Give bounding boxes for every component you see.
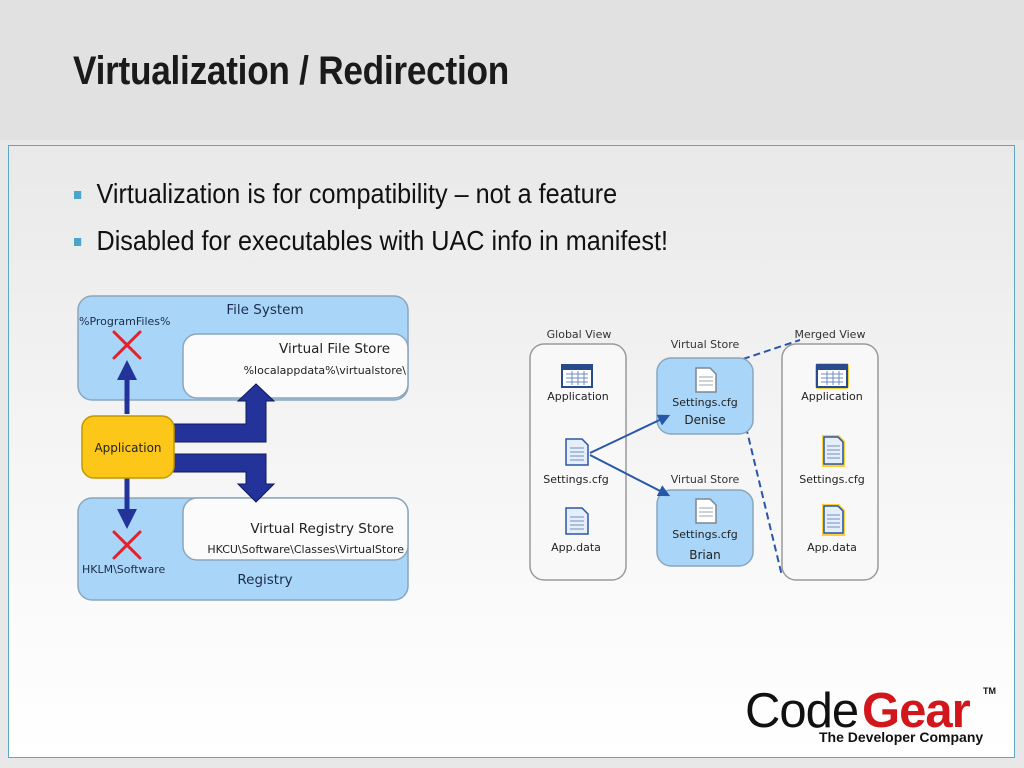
virtual-store-label: Virtual Store [671,338,740,351]
merged-item-label: App.data [807,541,857,554]
virtual-registry-store-label: Virtual Registry Store [250,521,394,537]
merged-view-diagram: Global View Application Settings.cfg App… [529,328,879,581]
application-node [81,415,175,479]
merged-item-label: Application [801,390,862,403]
redirect-to-registry-store-arrow [171,453,276,503]
virtual-registry-store-path: HKCU\Software\Classes\VirtualStore [207,543,404,556]
bullet-square-icon [74,238,82,246]
global-view-label: Global View [547,328,612,341]
settings-file-icon [822,435,845,467]
slide-title: Virtualization / Redirection [73,49,509,93]
settings-file-icon [695,367,717,393]
virtual-store-user: Denise [684,413,725,427]
virtual-store-denise [656,357,754,435]
program-files-label: %ProgramFiles% [79,315,170,328]
logo-gear-text: Gear [862,684,971,738]
settings-file-icon [565,438,589,466]
virtual-store-label: Virtual Store [671,473,740,486]
merged-view-label: Merged View [795,328,866,341]
redirect-to-file-store-arrow [171,383,276,443]
virtual-file-store-path: %localappdata%\virtualstore\ [244,364,407,377]
virtual-store-user: Brian [689,548,720,562]
logo-trademark: TM [983,686,996,696]
logo-tagline: The Developer Company [819,729,984,745]
redirection-diagram: File System %ProgramFiles% Virtual File … [77,295,409,601]
virtual-store-file: Settings.cfg [672,396,738,409]
application-label: Application [94,441,161,455]
virtual-registry-store-box [182,497,409,561]
slide-header [0,0,1024,140]
dashed-connector [745,426,783,577]
global-item-label: Application [547,390,608,403]
data-file-icon [565,507,589,535]
logo-code-text: Code [745,684,859,738]
redirect-arrow-brian [589,454,671,497]
settings-file-icon [695,498,717,524]
merged-item-label: Settings.cfg [799,473,865,486]
hklm-label: HKLM\Software [82,563,166,576]
file-system-label: File System [226,302,303,318]
global-item-label: App.data [551,541,601,554]
application-window-icon [561,364,593,388]
global-item-label: Settings.cfg [543,473,609,486]
blocked-x-icon [112,330,142,360]
dashed-connector [742,339,801,360]
redirect-arrow-denise [589,414,671,454]
virtual-file-store-box [182,333,409,399]
virtual-store-brian [656,489,754,567]
application-window-icon [815,363,849,389]
data-file-icon [822,504,845,536]
blocked-x-icon [112,530,142,560]
virtual-file-store-label: Virtual File Store [279,341,390,357]
codegear-logo: Code Gear TM The Developer Company [745,683,997,747]
bullet-square-icon [74,191,82,199]
virtual-store-file: Settings.cfg [672,528,738,541]
registry-label: Registry [237,572,292,588]
